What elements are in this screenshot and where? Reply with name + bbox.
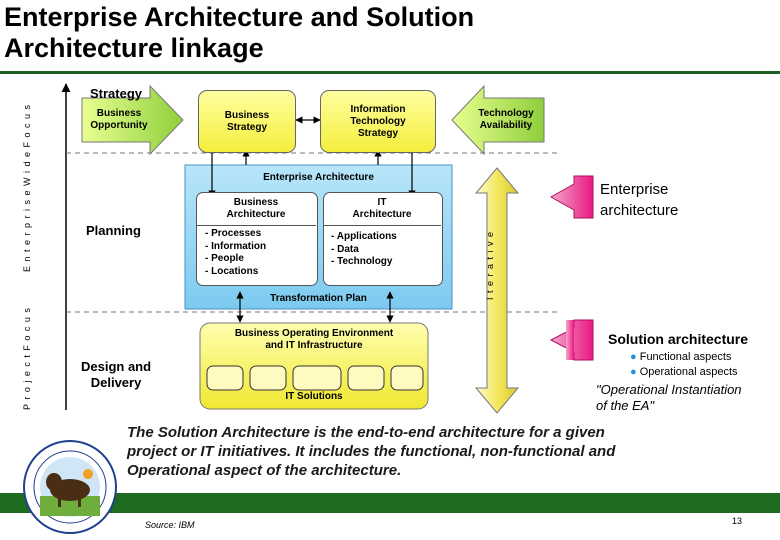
bs-line-1: Business <box>224 109 270 121</box>
description-line-1: The Solution Architecture is the end-to-… <box>127 424 605 441</box>
ta-line-1: Technology <box>478 108 534 119</box>
iterative-label: I t e r a t i v e <box>485 230 495 300</box>
bullet-text: Operational aspects <box>639 366 738 378</box>
iterative-double-arrow <box>474 167 520 414</box>
solution-slot-2 <box>249 365 287 391</box>
solution-pointer-bar <box>566 320 574 360</box>
oe-line-2: and IT Infrastructure <box>265 340 363 351</box>
its-line-1: Information <box>350 103 406 115</box>
source-label: Source: IBM <box>145 520 195 530</box>
ba-line-1: Business <box>233 197 279 208</box>
ita-line-1: IT <box>377 197 387 208</box>
title-line-1: Enterprise Architecture and Solution <box>4 2 475 32</box>
solution-slot-5 <box>390 365 424 391</box>
axis-enterprise-focus: E n t e r p r i s e W i d e F o c u s <box>22 103 32 272</box>
business-opportunity-arrow <box>81 84 184 156</box>
bo-line-1: Business <box>96 108 142 119</box>
enterprise-architecture-label: Enterprise architecture <box>600 179 678 221</box>
bullet-text: Functional aspects <box>639 351 732 363</box>
transformation-plan-label: Transformation Plan <box>270 292 367 304</box>
solution-bullet-functional: ● Functional aspects <box>630 351 732 363</box>
stage-design-line-2: Delivery <box>90 375 142 390</box>
it-item: - Data <box>331 243 359 255</box>
solution-bullets: ● Functional aspects ● Operational aspec… <box>630 350 738 380</box>
bo-line-2: Opportunity <box>90 120 148 131</box>
description-line-3: Operational aspect of the architecture. <box>127 462 402 479</box>
business-items-list: - Processes - Information - People - Loc… <box>205 228 266 278</box>
description-text: The Solution Architecture is the end-to-… <box>127 423 727 480</box>
quote-line-2: of the EA" <box>596 398 655 413</box>
slide-title: Enterprise Architecture and Solution Arc… <box>4 2 474 64</box>
description-line-2: project or IT initiatives. It includes t… <box>127 443 616 460</box>
solution-slot-4 <box>347 365 385 391</box>
title-rule <box>0 71 780 74</box>
ta-line-2: Availability <box>479 120 533 131</box>
ea-label-line-1: Enterprise <box>600 181 669 198</box>
stage-planning: Planning <box>86 223 141 238</box>
solution-slot-3 <box>292 365 342 391</box>
business-item: - People <box>205 253 244 264</box>
ita-line-2: Architecture <box>352 209 412 220</box>
quote-line-1: "Operational Instantiation <box>596 382 742 397</box>
enterprise-architecture-title: Enterprise Architecture <box>263 172 374 183</box>
doi-seal-icon <box>23 440 117 534</box>
business-architecture-divider <box>196 225 316 226</box>
operational-quote: "Operational Instantiation of the EA" <box>596 382 780 414</box>
its-line-3: Strategy <box>357 127 398 139</box>
business-item: - Processes <box>205 228 262 239</box>
enterprise-pointer-arrow <box>549 175 594 219</box>
it-item: - Applications <box>331 231 397 242</box>
its-line-2: Technology <box>350 115 406 127</box>
it-item: - Technology <box>331 256 393 267</box>
it-architecture-box <box>323 192 443 286</box>
stage-strategy: Strategy <box>90 86 143 101</box>
page-number: 13 <box>732 516 743 526</box>
ba-line-2: Architecture <box>226 209 286 220</box>
footer-bar <box>0 493 780 513</box>
solution-bullet-operational: ● Operational aspects <box>630 366 738 378</box>
stage-design-delivery: Design and Delivery <box>81 359 151 391</box>
business-item: - Locations <box>205 265 259 277</box>
solution-slot-1 <box>206 365 244 391</box>
ea-label-line-2: architecture <box>600 202 679 219</box>
axis-project-focus: P r o j e c t F o c u s <box>22 307 32 410</box>
solution-architecture-label: Solution architecture <box>608 331 749 347</box>
bs-line-2: Strategy <box>226 121 267 133</box>
it-solutions-label: IT Solutions <box>285 391 343 402</box>
oe-line-1: Business Operating Environment <box>234 328 394 339</box>
it-items-list: - Applications - Data - Technology <box>331 231 397 269</box>
technology-availability-arrow <box>451 84 545 156</box>
stage-design-line-1: Design and <box>81 359 152 374</box>
it-architecture-divider <box>323 225 441 226</box>
title-line-2: Architecture linkage <box>4 33 264 63</box>
business-item: - Information <box>205 240 267 252</box>
business-architecture-box <box>196 192 318 286</box>
